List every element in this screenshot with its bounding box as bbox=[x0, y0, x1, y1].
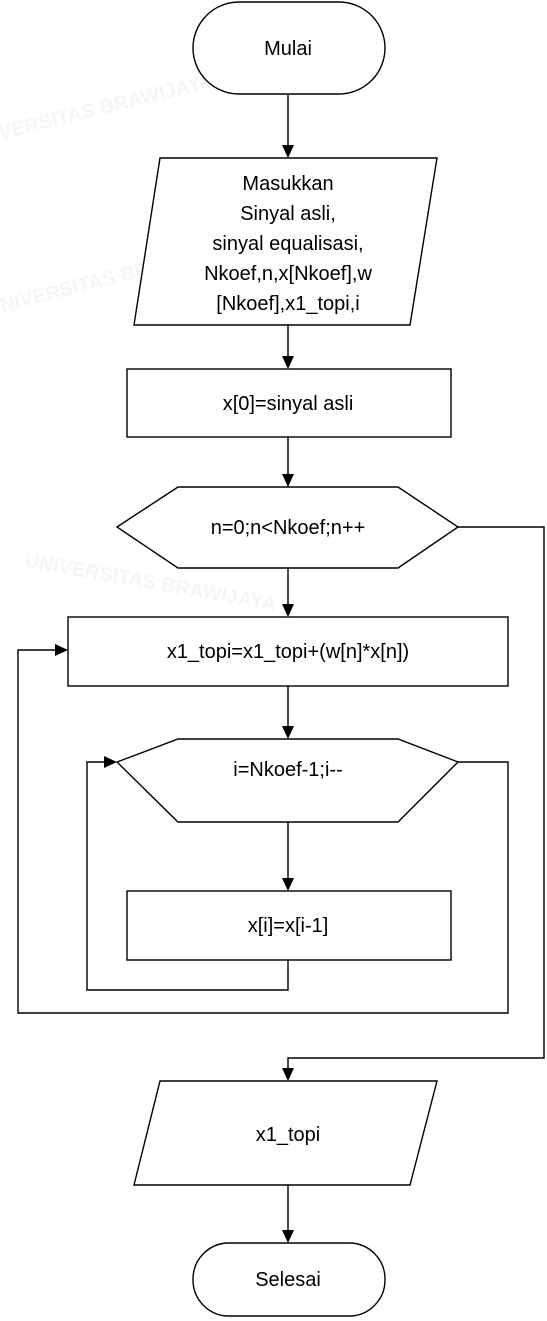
arrowhead bbox=[282, 1068, 294, 1081]
accumulate-label: x1_topi=x1_topi+(w[n]*x[n]) bbox=[167, 641, 409, 663]
input-parallelogram: Masukkan Sinyal asli, sinyal equalisasi,… bbox=[133, 157, 438, 326]
input-line-4: Nkoef,n,x[Nkoef],w bbox=[204, 263, 372, 285]
edge-innerloop-exit-loopback bbox=[17, 649, 509, 1014]
arrowhead bbox=[282, 726, 294, 739]
input-line-5: [Nkoef],x1_topi,i bbox=[216, 293, 359, 315]
edge-outerloop-exit bbox=[287, 526, 545, 1068]
shift-process: x[i]=x[i-1] bbox=[126, 890, 452, 961]
arrowhead bbox=[282, 604, 294, 617]
end-terminator: Selesai bbox=[192, 1242, 386, 1317]
shift-label: x[i]=x[i-1] bbox=[248, 915, 329, 937]
start-label: Mulai bbox=[264, 38, 312, 60]
init-label: x[0]=sinyal asli bbox=[223, 393, 354, 415]
output-parallelogram: x1_topi bbox=[133, 1080, 438, 1186]
arrowhead bbox=[282, 356, 294, 369]
end-label: Selesai bbox=[255, 1269, 321, 1291]
outer-loop-hexagon: n=0;n<Nkoef;n++ bbox=[115, 486, 460, 569]
init-process: x[0]=sinyal asli bbox=[126, 368, 452, 438]
start-terminator: Mulai bbox=[192, 1, 386, 95]
output-label: x1_topi bbox=[256, 1124, 321, 1146]
edge-shift-loopback bbox=[86, 761, 289, 991]
arrowhead bbox=[282, 1230, 294, 1243]
arrowhead bbox=[104, 756, 117, 768]
arrowhead bbox=[282, 145, 294, 158]
inner-loop-label: i=Nkoef-1;i-- bbox=[233, 759, 342, 781]
outer-loop-label: n=0;n<Nkoef;n++ bbox=[211, 517, 366, 539]
accumulate-process: x1_topi=x1_topi+(w[n]*x[n]) bbox=[67, 616, 509, 687]
arrowhead bbox=[55, 644, 68, 656]
arrowhead bbox=[282, 878, 294, 891]
watermark-text-1: UNIVERSITAS BRAWIJAYA bbox=[0, 70, 216, 153]
inner-loop-hexagon: i=Nkoef-1;i-- bbox=[115, 738, 460, 823]
input-line-3: sinyal equalisasi, bbox=[212, 233, 363, 255]
input-line-1: Masukkan bbox=[242, 173, 333, 195]
arrowhead bbox=[282, 474, 294, 487]
input-line-2: Sinyal asli, bbox=[240, 203, 336, 225]
